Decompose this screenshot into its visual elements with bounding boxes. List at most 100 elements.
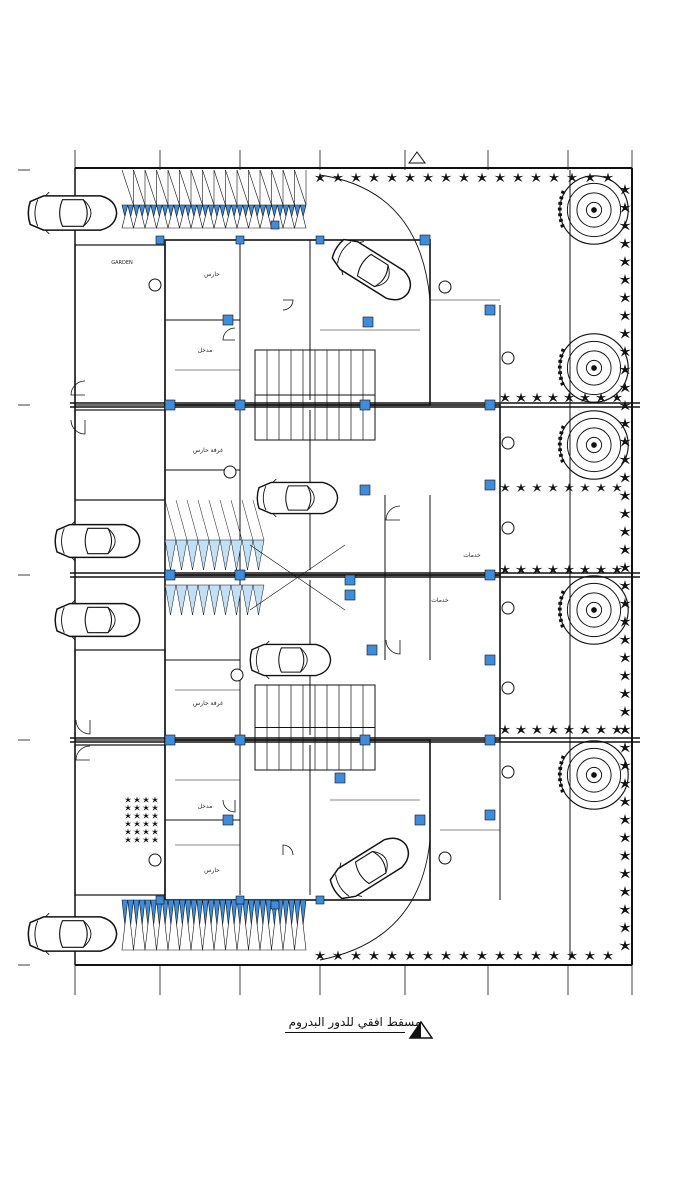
shrub-icon bbox=[133, 828, 141, 835]
shrub-icon bbox=[142, 828, 150, 835]
section-marker bbox=[501, 681, 515, 695]
ramp-hatch bbox=[225, 899, 238, 951]
structural-column bbox=[164, 734, 176, 746]
shrub-icon bbox=[548, 172, 560, 183]
shrub-icon bbox=[124, 828, 132, 835]
shrub-icon bbox=[151, 820, 159, 827]
ramp-hatch bbox=[144, 204, 157, 229]
structural-column bbox=[484, 304, 496, 316]
ramp-hatch bbox=[213, 204, 226, 229]
shrub-icon bbox=[619, 868, 631, 879]
shrub-icon bbox=[619, 652, 631, 663]
ramp-hatch bbox=[121, 899, 134, 951]
north-marker-icon bbox=[408, 151, 426, 164]
structural-column bbox=[366, 644, 378, 656]
shrub-icon bbox=[619, 850, 631, 861]
shrub-icon bbox=[368, 172, 380, 183]
shrub-icon bbox=[440, 172, 452, 183]
room-label: خدمات bbox=[463, 552, 481, 559]
shrub-icon bbox=[494, 950, 506, 961]
ramp-hatch-line bbox=[186, 499, 199, 541]
structural-column bbox=[164, 399, 176, 411]
structural-column bbox=[270, 220, 280, 230]
shrub-icon bbox=[124, 796, 132, 803]
ramp-hatch-line bbox=[202, 169, 215, 206]
shrub-icon bbox=[386, 950, 398, 961]
ramp-hatch bbox=[241, 539, 254, 571]
shrub-icon bbox=[596, 483, 606, 492]
ramp-hatch-line bbox=[241, 499, 254, 541]
ramp-hatch-line bbox=[144, 169, 157, 206]
ramp-hatch bbox=[271, 899, 284, 951]
ramp-hatch bbox=[179, 204, 192, 229]
ramp-hatch bbox=[252, 539, 265, 571]
ramp-hatch bbox=[259, 204, 272, 229]
structural-column bbox=[155, 895, 165, 905]
ramp-hatch bbox=[167, 899, 180, 951]
ramp-hatch-line bbox=[230, 499, 243, 541]
ramp-hatch bbox=[208, 584, 221, 616]
side-room bbox=[74, 409, 166, 501]
structural-column bbox=[344, 589, 356, 601]
ramp-hatch bbox=[248, 204, 261, 229]
shrub-icon bbox=[611, 724, 623, 735]
shrub-icon bbox=[619, 310, 631, 321]
structural-column bbox=[359, 734, 371, 746]
shrub-icon bbox=[619, 454, 631, 465]
ramp-hatch bbox=[202, 899, 215, 951]
shrub-icon bbox=[142, 820, 150, 827]
ramp-hatch bbox=[156, 899, 169, 951]
shrub-icon bbox=[611, 392, 623, 403]
shrub-icon bbox=[386, 172, 398, 183]
shrub-icon bbox=[619, 220, 631, 231]
shrub-icon bbox=[619, 904, 631, 915]
shrub-icon bbox=[151, 804, 159, 811]
shrub-icon bbox=[619, 796, 631, 807]
shrub-icon bbox=[530, 950, 542, 961]
ramp-hatch bbox=[259, 899, 272, 951]
structural-column bbox=[484, 654, 496, 666]
shrub-icon bbox=[547, 392, 559, 403]
shrub-icon bbox=[619, 562, 631, 573]
ramp-hatch-line bbox=[179, 169, 192, 206]
room-label: حارس bbox=[204, 271, 220, 278]
ramp-hatch bbox=[179, 899, 192, 951]
shrub-icon bbox=[548, 950, 560, 961]
ramp-hatch bbox=[202, 204, 215, 229]
shrub-icon bbox=[133, 820, 141, 827]
ramp-hatch-line bbox=[225, 169, 238, 206]
room-label: غرفة حارس bbox=[193, 700, 223, 707]
garden-label: GARDEN bbox=[111, 260, 133, 266]
ramp-hatch bbox=[175, 584, 188, 616]
driveway-arc bbox=[319, 174, 431, 301]
shrub-icon bbox=[619, 382, 631, 393]
ramp-hatch-line bbox=[213, 169, 226, 206]
ramp-hatch bbox=[236, 204, 249, 229]
shrub-icon bbox=[124, 836, 132, 843]
shrub-icon bbox=[515, 724, 527, 735]
section-marker bbox=[501, 521, 515, 535]
room-label: حارس bbox=[204, 867, 220, 874]
shrub-icon bbox=[142, 812, 150, 819]
shrub-icon bbox=[124, 820, 132, 827]
ramp-hatch bbox=[133, 204, 146, 229]
structural-column bbox=[235, 895, 245, 905]
structural-column bbox=[484, 399, 496, 411]
shrub-icon bbox=[151, 812, 159, 819]
shrub-icon bbox=[458, 950, 470, 961]
ramp-hatch-line bbox=[121, 169, 134, 206]
ramp-hatch-line bbox=[248, 169, 261, 206]
structural-column bbox=[235, 235, 245, 245]
shrub-icon bbox=[142, 836, 150, 843]
shrub-icon bbox=[548, 483, 558, 492]
door-swing bbox=[70, 419, 86, 435]
ramp-hatch bbox=[190, 899, 203, 951]
ramp-hatch bbox=[197, 584, 210, 616]
shrub-icon bbox=[142, 804, 150, 811]
shrub-icon bbox=[314, 172, 326, 183]
ramp-hatch-line bbox=[167, 169, 180, 206]
shrub-icon bbox=[619, 760, 631, 771]
structural-column bbox=[362, 316, 374, 328]
shrub-icon bbox=[619, 400, 631, 411]
ramp-hatch bbox=[167, 204, 180, 229]
